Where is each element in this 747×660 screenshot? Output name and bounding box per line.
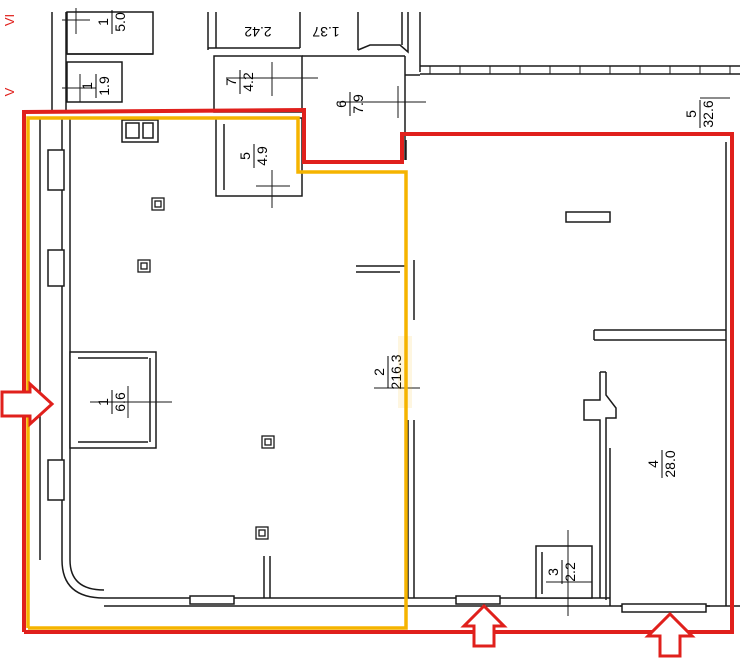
arrow-up-icon bbox=[460, 603, 508, 648]
room-number: 5 bbox=[237, 152, 253, 160]
red-outline-left bbox=[22, 107, 734, 634]
room-area: 7.9 bbox=[350, 94, 366, 114]
label-highlight bbox=[398, 336, 412, 408]
room-area: 1.37 bbox=[312, 24, 339, 40]
section-mark-v: V bbox=[2, 87, 17, 96]
room-area: 5.0 bbox=[112, 12, 128, 32]
column-square-icon bbox=[137, 197, 275, 540]
room-number: 4 bbox=[645, 460, 661, 468]
arrow-up-icon bbox=[644, 611, 696, 658]
room-labels: 1 5.0 1 1.9 2.42 1.37 7 4.2 6 7.9 bbox=[79, 10, 716, 584]
room-area: 4.9 bbox=[254, 146, 270, 166]
room-area: 4.2 bbox=[240, 72, 256, 92]
room-number: 5 bbox=[683, 110, 699, 118]
upper-window bbox=[429, 66, 731, 74]
arrow-right-icon bbox=[0, 380, 55, 428]
room-number: 2 bbox=[371, 368, 387, 376]
room-number: 7 bbox=[223, 78, 239, 86]
main-walls bbox=[39, 117, 740, 613]
room-area: 2.2 bbox=[562, 562, 578, 582]
room-number: 1 bbox=[95, 18, 111, 26]
yellow-outline-left bbox=[26, 116, 408, 630]
room-number: 1 bbox=[79, 82, 95, 90]
room-number: 6 bbox=[333, 100, 349, 108]
room-area: 32.6 bbox=[700, 100, 716, 127]
room-area: 1.9 bbox=[96, 76, 112, 96]
room-number: 1 bbox=[95, 398, 111, 406]
section-mark-vi: VI bbox=[2, 14, 17, 26]
crosshair-markers bbox=[62, 8, 730, 616]
room-area: 28.0 bbox=[662, 450, 678, 477]
room-number: 3 bbox=[545, 568, 561, 576]
room-area: 216.3 bbox=[388, 354, 404, 389]
room-area: 2.42 bbox=[244, 24, 271, 40]
room-area: 6.6 bbox=[112, 392, 128, 412]
